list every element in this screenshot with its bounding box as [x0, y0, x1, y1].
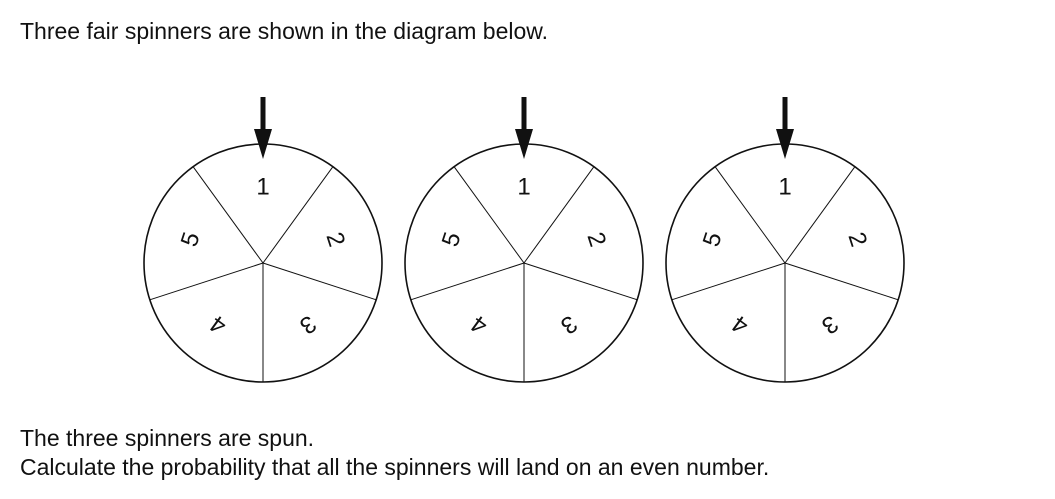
- spinner-3-arrow-head: [776, 129, 794, 159]
- spinner-2-label-2: 2: [581, 229, 611, 250]
- spinner-3-label-1: 1: [778, 174, 791, 201]
- spinner-3-label-2: 2: [842, 229, 872, 250]
- spinner-2-arrow-shaft: [521, 97, 527, 139]
- spinner-2-divider: [410, 262, 525, 301]
- spinner-3-divider: [784, 262, 899, 301]
- spinner-3-label-3: 3: [816, 310, 843, 340]
- spinner-2-label-4: 4: [466, 310, 493, 340]
- spinner-2-label-5: 5: [437, 229, 467, 250]
- intro-text: Three fair spinners are shown in the dia…: [20, 18, 549, 44]
- spinner-2-divider: [453, 166, 525, 264]
- spinner-2-divider: [523, 262, 638, 301]
- spinner-1-label-1: 1: [256, 174, 269, 201]
- spinner-1-divider: [262, 262, 377, 301]
- spinner-1-label-2: 2: [320, 229, 350, 250]
- spinner-1-divider: [262, 166, 334, 264]
- spinner-3-arrow-shaft: [782, 97, 788, 139]
- spinner-1-arrow-head: [254, 129, 272, 159]
- spinner-1-label-5: 5: [176, 229, 206, 250]
- question-line-2: Calculate the probability that all the s…: [20, 454, 770, 480]
- spinner-3-divider: [671, 262, 786, 301]
- spinner-1-label-3: 3: [294, 310, 321, 340]
- question-block: The three spinners are spun. Calculate t…: [20, 424, 769, 482]
- spinner-1-divider: [149, 262, 264, 301]
- spinner-2-divider: [523, 166, 595, 264]
- spinner-3-divider: [784, 166, 856, 264]
- spinner-1-label-4: 4: [205, 310, 232, 340]
- spinner-2-arrow-head: [515, 129, 533, 159]
- spinner-1-divider: [192, 166, 264, 264]
- question-line-1: The three spinners are spun.: [20, 425, 315, 451]
- spinner-2-label-1: 1: [517, 174, 530, 201]
- spinner-3-label-5: 5: [698, 229, 728, 250]
- spinner-1-arrow-shaft: [260, 97, 266, 139]
- spinner-3-label-4: 4: [727, 310, 754, 340]
- spinner-2-label-3: 3: [555, 310, 582, 340]
- spinner-3-divider: [714, 166, 786, 264]
